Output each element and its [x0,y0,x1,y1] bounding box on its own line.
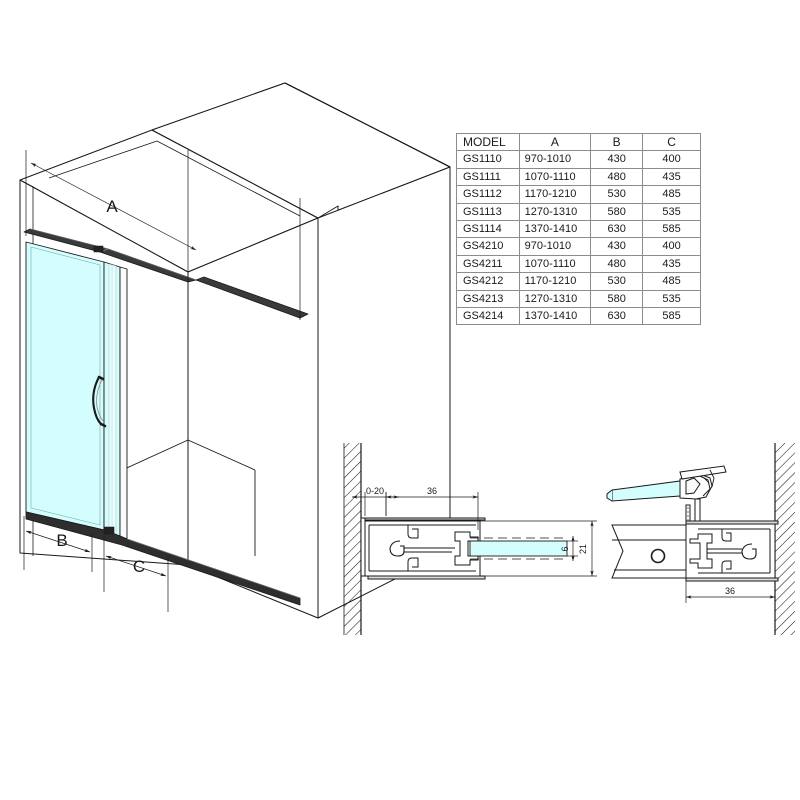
dimension-gap-left-label: 0-20 [366,486,384,496]
cell-value: 970-1010 [518,237,592,256]
dimension-c-label: C [133,557,145,576]
wall-hatch-right [774,443,795,635]
dimension-glass-thickness-label: 6 [560,546,570,551]
cell-model: GS4211 [456,254,520,274]
cell-model: GS4210 [456,237,520,256]
cell-model: GS4213 [456,289,520,309]
cell-value: 580 [590,289,644,309]
cell-value: 530 [590,185,644,204]
profile-inner-chambers-right [689,528,771,574]
isometric-enclosure [19,82,451,619]
cell-value: 480 [590,167,644,187]
cell-value: 630 [590,220,644,239]
cell-value: 580 [590,202,644,222]
cell-model: GS1112 [456,185,520,204]
dimension-width-right-label: 36 [725,586,735,596]
rail-cap-right [679,465,727,480]
cell-value: 585 [642,307,701,326]
dimension-glass-thickness: 6 [560,536,578,561]
top-roller-block [93,245,104,253]
dimension-width-right: 36 [685,581,776,603]
cell-value: 970-1010 [518,150,592,169]
cell-value: 435 [642,254,701,274]
dimension-height-left: 21 [480,520,597,577]
column-header-b: B [590,132,644,152]
cell-value: 430 [590,237,644,256]
bottom-roller-block [103,526,115,535]
dimension-a: A [25,150,301,320]
glass-clamp-left [454,531,479,566]
hinge-head-right [679,473,713,525]
cell-value: 480 [590,254,644,274]
dimension-width-left-label: 36 [427,486,437,496]
dimension-width-left: 36 [385,486,479,530]
cell-value: 585 [642,220,701,239]
dimension-c: C [103,536,169,612]
wall-hatch-left [343,443,362,635]
angled-glass-leaf [606,480,681,502]
table-header-row: MODEL A B C [456,132,701,152]
column-header-c: C [642,132,701,152]
glass-pane-left [469,537,568,560]
cell-value: 1270-1310 [518,289,592,309]
detail-left-profile: 0-20 36 6 21 [343,443,597,635]
sliding-glass-panel [103,261,121,537]
dimension-a-label: A [106,197,118,216]
cell-value: 1170-1210 [518,185,592,204]
cell-value: 535 [642,289,701,309]
profile-inner-chambers-left [368,524,476,572]
cell-value: 630 [590,307,644,326]
detail-right-profile: 36 [606,443,795,635]
cell-value: 1070-1110 [518,167,592,187]
dimension-b-label: B [56,531,67,550]
column-header-model: MODEL [456,132,520,152]
wall-jamb-strip [360,517,366,577]
cell-value: 435 [642,167,701,187]
cell-value: 535 [642,202,701,222]
door-stile [119,266,128,540]
cell-value: 430 [590,150,644,169]
cell-value: 1170-1210 [518,272,592,291]
panel-breakline-right [611,524,687,579]
cell-model: GS1114 [456,220,520,239]
cell-model: GS1113 [456,202,520,222]
dimension-b: B [23,516,93,572]
cell-model: GS4214 [456,307,520,326]
cell-model: GS1111 [456,167,520,187]
cell-model: GS4212 [456,272,520,291]
cell-value: 1070-1110 [518,254,592,274]
enclosure-right-wall [187,205,339,619]
fixed-glass-panel [25,241,105,531]
cell-value: 400 [642,237,701,256]
column-header-a: A [518,132,592,152]
cell-value: 1370-1410 [518,220,592,239]
roller-hole-icon [650,548,666,564]
cell-value: 485 [642,272,701,291]
cell-model: GS1110 [456,150,520,169]
cell-value: 1270-1310 [518,202,592,222]
cell-value: 400 [642,150,701,169]
cell-value: 1370-1410 [518,307,592,326]
cell-value: 530 [590,272,644,291]
cell-value: 485 [642,185,701,204]
door-handle-icon [92,375,107,428]
dimension-height-left-label: 21 [578,544,588,554]
